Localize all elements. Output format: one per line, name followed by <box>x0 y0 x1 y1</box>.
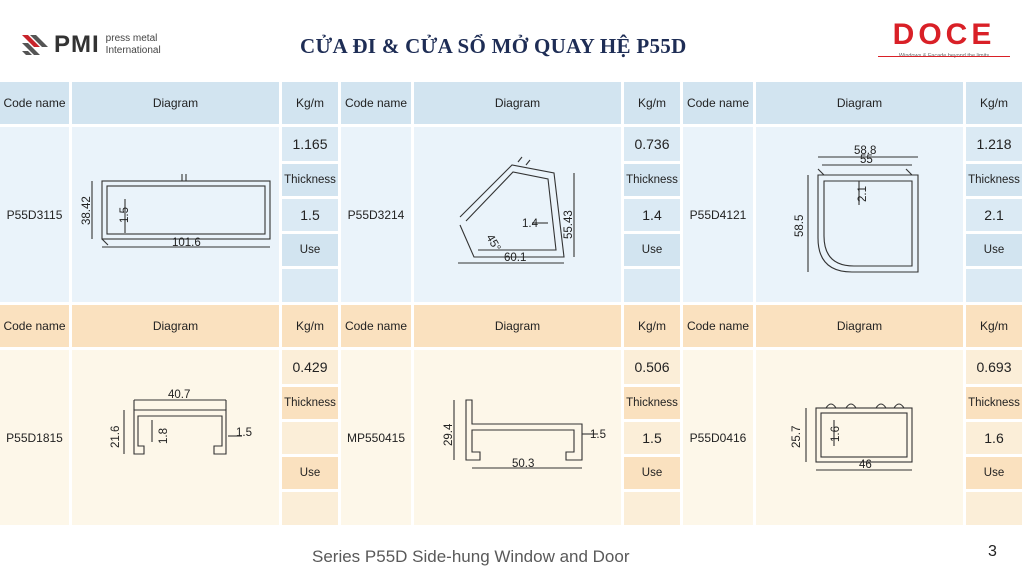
dim-label: 2.1 <box>857 186 869 202</box>
use-label: Use <box>966 234 1022 266</box>
header-diagram: Diagram <box>414 305 621 347</box>
header-code-name: Code name <box>683 82 753 124</box>
header-diagram: Diagram <box>414 82 621 124</box>
header-diagram: Diagram <box>72 305 279 347</box>
page-number: 3 <box>988 543 997 560</box>
profile-diagram: 40.7 21.6 1.8 1.5 <box>72 350 279 525</box>
header-code-name: Code name <box>341 305 411 347</box>
header-code-name: Code name <box>0 82 69 124</box>
thickness-value: 1.5 <box>624 422 680 454</box>
thickness-value: 1.5 <box>282 199 338 231</box>
header-kg: Kg/m <box>282 82 338 124</box>
header-diagram: Diagram <box>72 82 279 124</box>
code-name-cell: P55D4121 <box>683 127 753 302</box>
dim-label: 1.5 <box>590 429 606 441</box>
use-label: Use <box>624 457 680 489</box>
header-code-name: Code name <box>0 305 69 347</box>
header-kg: Kg/m <box>282 305 338 347</box>
thickness-value <box>282 422 338 454</box>
profile-p55d4121-drawing: 58.8 55 2.1 58.5 <box>794 145 919 273</box>
dim-label: 1.5 <box>119 207 131 223</box>
doce-wordmark: DOCE <box>892 18 996 51</box>
thickness-value: 2.1 <box>966 199 1022 231</box>
page-title: CỬA ĐI & CỬA SỔ MỞ QUAY HỆ P55D <box>300 34 687 58</box>
code-name-cell: P55D3214 <box>341 127 411 302</box>
thickness-label: Thickness <box>966 164 1022 196</box>
use-value <box>282 269 338 302</box>
dim-label: 55 <box>860 154 873 166</box>
dim-label: 50.3 <box>512 458 534 470</box>
header-kg: Kg/m <box>624 82 680 124</box>
thickness-label: Thickness <box>624 387 680 419</box>
header-kg: Kg/m <box>966 82 1022 124</box>
use-label: Use <box>282 457 338 489</box>
thickness-label: Thickness <box>624 164 680 196</box>
code-name-cell: MP550415 <box>341 350 411 525</box>
use-label: Use <box>966 457 1022 489</box>
profile-mp550415-drawing: 29.4 1.5 50.3 <box>443 399 606 470</box>
dim-label: 55.43 <box>563 210 575 239</box>
use-value <box>624 492 680 525</box>
dim-label: 40.7 <box>168 389 190 401</box>
profile-diagram: 58.8 55 2.1 58.5 <box>756 127 963 302</box>
code-name-cell: P55D3115 <box>0 127 69 302</box>
dim-label: 38.42 <box>81 196 93 225</box>
code-name-cell: P55D0416 <box>683 350 753 525</box>
header-code-name: Code name <box>341 82 411 124</box>
profile-p55d1815-drawing: 40.7 21.6 1.8 1.5 <box>110 389 252 455</box>
dim-label: 29.4 <box>443 423 455 446</box>
code-name-cell: P55D1815 <box>0 350 69 525</box>
thickness-label: Thickness <box>282 164 338 196</box>
pmi-mark-icon <box>22 35 48 55</box>
header-diagram: Diagram <box>756 82 963 124</box>
weight-value: 0.506 <box>624 350 680 384</box>
dim-label: 1.8 <box>158 428 170 444</box>
use-label: Use <box>282 234 338 266</box>
weight-value: 0.693 <box>966 350 1022 384</box>
header-kg: Kg/m <box>966 305 1022 347</box>
dim-label: 58.8 <box>854 145 876 157</box>
doce-divider <box>878 56 1010 57</box>
thickness-label: Thickness <box>966 387 1022 419</box>
header-code-name: Code name <box>683 305 753 347</box>
thickness-value: 1.4 <box>624 199 680 231</box>
pmi-logo: PMI press metal International <box>22 28 192 62</box>
weight-value: 1.218 <box>966 127 1022 161</box>
dim-label: 101.6 <box>172 237 201 249</box>
use-label: Use <box>624 234 680 266</box>
dim-label: 25.7 <box>791 426 803 448</box>
pmi-subtitle-line2: International <box>105 45 161 56</box>
dim-label: 1.4 <box>522 218 539 230</box>
weight-value: 0.429 <box>282 350 338 384</box>
use-value <box>624 269 680 302</box>
dim-label: 1.6 <box>830 426 842 442</box>
dim-label: 46 <box>859 459 872 471</box>
use-value <box>966 492 1022 525</box>
pmi-subtitle-line1: press metal <box>105 33 158 44</box>
profile-p55d3115-drawing: 38.42 1.5 101.6 <box>81 174 271 249</box>
dim-label: 60.1 <box>504 252 526 264</box>
footer-caption: Series P55D Side-hung Window and Door <box>312 547 630 566</box>
dim-label: 58.5 <box>794 215 806 237</box>
dim-label: 21.6 <box>110 426 122 448</box>
profile-diagram: 29.4 1.5 50.3 <box>414 350 621 525</box>
pmi-wordmark: PMI <box>54 31 100 58</box>
thickness-value: 1.6 <box>966 422 1022 454</box>
weight-value: 0.736 <box>624 127 680 161</box>
header-kg: Kg/m <box>624 305 680 347</box>
profile-diagram: 25.7 1.6 46 <box>756 350 963 525</box>
profile-diagram: 55.43 45° 1.4 60.1 <box>414 127 621 302</box>
header-diagram: Diagram <box>756 305 963 347</box>
profile-diagram: 38.42 1.5 101.6 <box>72 127 279 302</box>
dim-label: 1.5 <box>236 427 252 439</box>
doce-logo: DOCE Windows & Facade beyond the limits <box>878 20 1010 64</box>
profile-p55d3214-drawing: 55.43 45° 1.4 60.1 <box>458 156 575 264</box>
use-value <box>966 269 1022 302</box>
weight-value: 1.165 <box>282 127 338 161</box>
thickness-label: Thickness <box>282 387 338 419</box>
profile-p55d0416-drawing: 25.7 1.6 46 <box>791 403 913 471</box>
pmi-subtitle: press metal International <box>106 33 161 57</box>
use-value <box>282 492 338 525</box>
